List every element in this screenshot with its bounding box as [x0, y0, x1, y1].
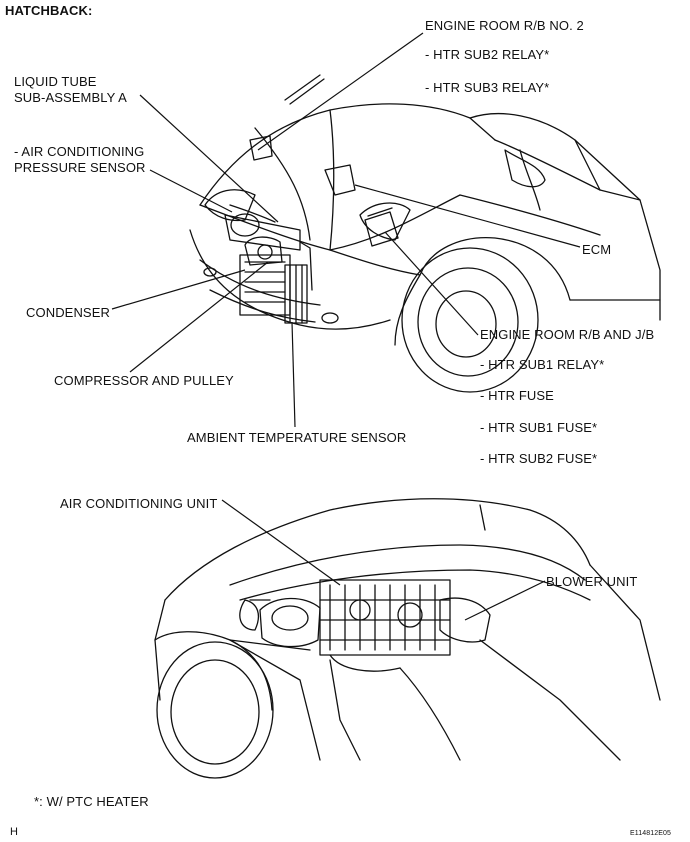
car-interior-drawing: [154, 498, 661, 779]
corner-letter: H: [10, 826, 19, 838]
label-htr-sub3-relay: - HTR SUB3 RELAY*: [425, 80, 550, 95]
label-htr-sub2-fuse: - HTR SUB2 FUSE*: [480, 451, 598, 466]
diagram-title: HATCHBACK:: [5, 3, 93, 18]
label-blower-unit: BLOWER UNIT: [546, 574, 638, 589]
label-htr-sub1-fuse: - HTR SUB1 FUSE*: [480, 420, 598, 435]
label-ac-pressure-line2: PRESSURE SENSOR: [14, 160, 146, 175]
label-ecm: ECM: [582, 242, 612, 257]
label-liquid-tube-line2: SUB-ASSEMBLY A: [14, 90, 127, 105]
car-exterior-drawing: [189, 74, 661, 393]
label-condenser: CONDENSER: [26, 305, 110, 320]
leader-lines: [111, 32, 581, 621]
label-air-conditioning-unit: AIR CONDITIONING UNIT: [60, 496, 218, 511]
label-engine-room-rb-jb: ENGINE ROOM R/B AND J/B: [480, 327, 655, 342]
label-liquid-tube-line1: LIQUID TUBE: [14, 74, 97, 89]
label-htr-sub2-relay: - HTR SUB2 RELAY*: [425, 47, 550, 62]
label-compressor-and-pulley: COMPRESSOR AND PULLEY: [54, 373, 234, 388]
label-ac-pressure-line1: - AIR CONDITIONING: [14, 144, 145, 159]
label-htr-fuse: - HTR FUSE: [480, 388, 554, 403]
footnote: *: W/ PTC HEATER: [34, 794, 149, 809]
label-ambient-temperature-sensor: AMBIENT TEMPERATURE SENSOR: [187, 430, 407, 445]
label-htr-sub1-relay: - HTR SUB1 RELAY*: [480, 357, 605, 372]
figure-code: E114812E05: [630, 830, 671, 837]
label-engine-room-rb-no2: ENGINE ROOM R/B NO. 2: [425, 18, 584, 33]
